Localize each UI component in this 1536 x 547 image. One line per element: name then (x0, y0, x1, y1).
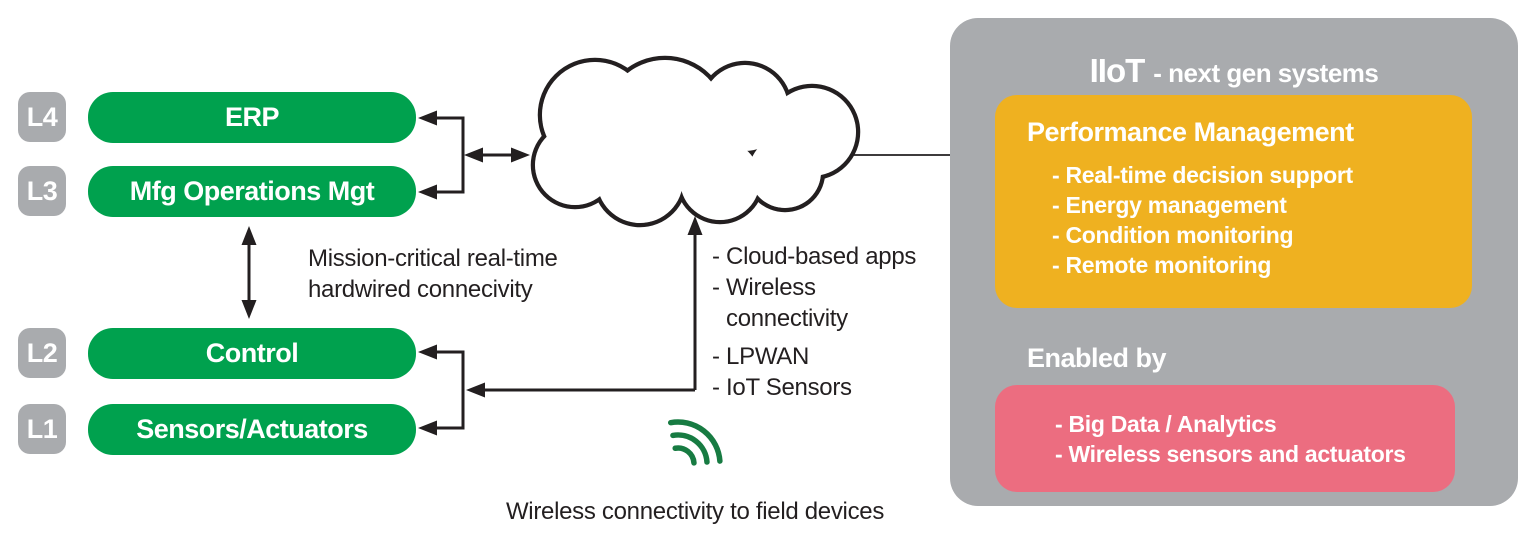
cloud-to-l1l2-arrows (418, 216, 703, 436)
panel-title-main: IIoT (1089, 52, 1146, 89)
cloud-feature-list: - Cloud-based apps - Wireless connectivi… (712, 241, 916, 403)
level-label-l2: L2 (18, 328, 66, 378)
panel-title: IIoT - next gen systems (950, 52, 1518, 90)
performance-item: - Condition monitoring (1052, 222, 1294, 248)
box-mfg-operations-mgt: Mfg Operations Mgt (88, 166, 416, 217)
cloud-list-item: - IoT Sensors (712, 374, 852, 401)
level-label-l4: L4 (18, 92, 66, 142)
hardwired-double-arrow (241, 226, 257, 319)
box-control: Control (88, 328, 416, 379)
box-sensors-actuators: Sensors/Actuators (88, 404, 416, 455)
level-label-l1: L1 (18, 404, 66, 454)
performance-item: - Remote monitoring (1052, 252, 1272, 278)
hardwired-note-line2: hardwired connecivity (308, 276, 533, 303)
cloud-to-l3l4-arrows (418, 110, 530, 200)
enabled-item: - Big Data / Analytics (1055, 410, 1277, 437)
performance-item: - Real-time decision support (1052, 162, 1353, 188)
enabled-by-label: Enabled by (1027, 343, 1167, 373)
enabled-by-box: - Big Data / Analytics - Wireless sensor… (995, 385, 1455, 492)
cloud-icon (530, 55, 861, 228)
cloud-list-item: - Wireless (712, 274, 816, 301)
cloud-list-item-continuation: connectivity (726, 305, 848, 332)
hardwired-note: Mission-critical real-time hardwired con… (308, 243, 558, 305)
cloud-list-item: - LPWAN (712, 343, 810, 370)
wifi-icon (667, 419, 723, 466)
hardwired-note-line1: Mission-critical real-time (308, 245, 558, 272)
cloud-list-item: - Cloud-based apps (712, 243, 917, 270)
box-erp: ERP (88, 92, 416, 143)
wireless-caption: Wireless connectivity to field devices (505, 498, 885, 525)
level-label-l3: L3 (18, 166, 66, 216)
performance-management-title: Performance Management (1027, 117, 1354, 147)
panel-title-sub: - next gen systems (1153, 58, 1379, 88)
iiot-panel: IIoT - next gen systems Performance Mana… (950, 18, 1518, 506)
performance-item: - Energy management (1052, 192, 1287, 218)
performance-management-box: Performance Management - Real-time decis… (995, 95, 1472, 308)
enabled-item: - Wireless sensors and actuators (1055, 440, 1406, 467)
